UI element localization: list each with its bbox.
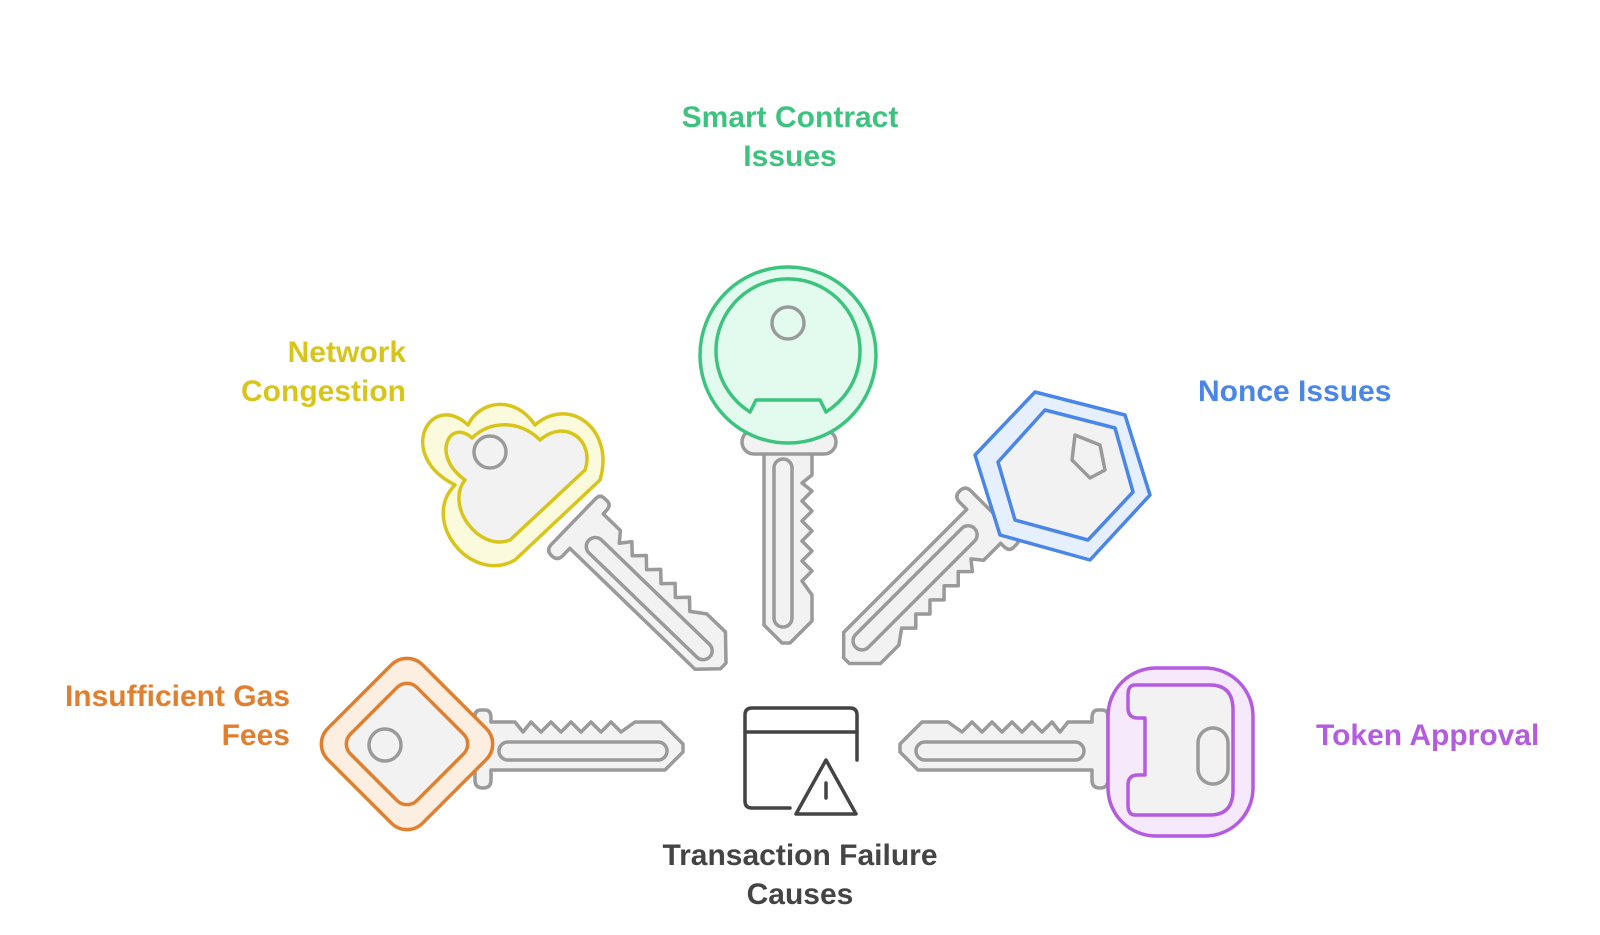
token-approval-key — [898, 666, 1255, 838]
nonce-issues-key — [816, 390, 1152, 690]
cause-label-gas: Insufficient Gas Fees — [64, 680, 290, 752]
rounded-rect-key-icon — [1106, 666, 1255, 838]
cause-label-contract: Smart Contract Issues — [681, 101, 899, 173]
gas-fees-key — [319, 656, 685, 832]
cause-label-network: Network Congestion — [241, 336, 406, 408]
cloverleaf-key-icon — [421, 402, 605, 568]
round-key-icon — [698, 265, 878, 445]
cause-label-nonce: Nonce Issues — [1198, 375, 1392, 408]
smart-contract-key — [698, 265, 878, 645]
hexagon-key-icon — [973, 390, 1152, 562]
network-congestion-key — [421, 402, 752, 697]
diamond-key-icon — [319, 656, 495, 832]
diagram-title: Transaction Failure Causes — [662, 839, 938, 911]
window-warning-icon — [743, 706, 859, 816]
cause-label-token: Token Approval — [1316, 719, 1540, 752]
